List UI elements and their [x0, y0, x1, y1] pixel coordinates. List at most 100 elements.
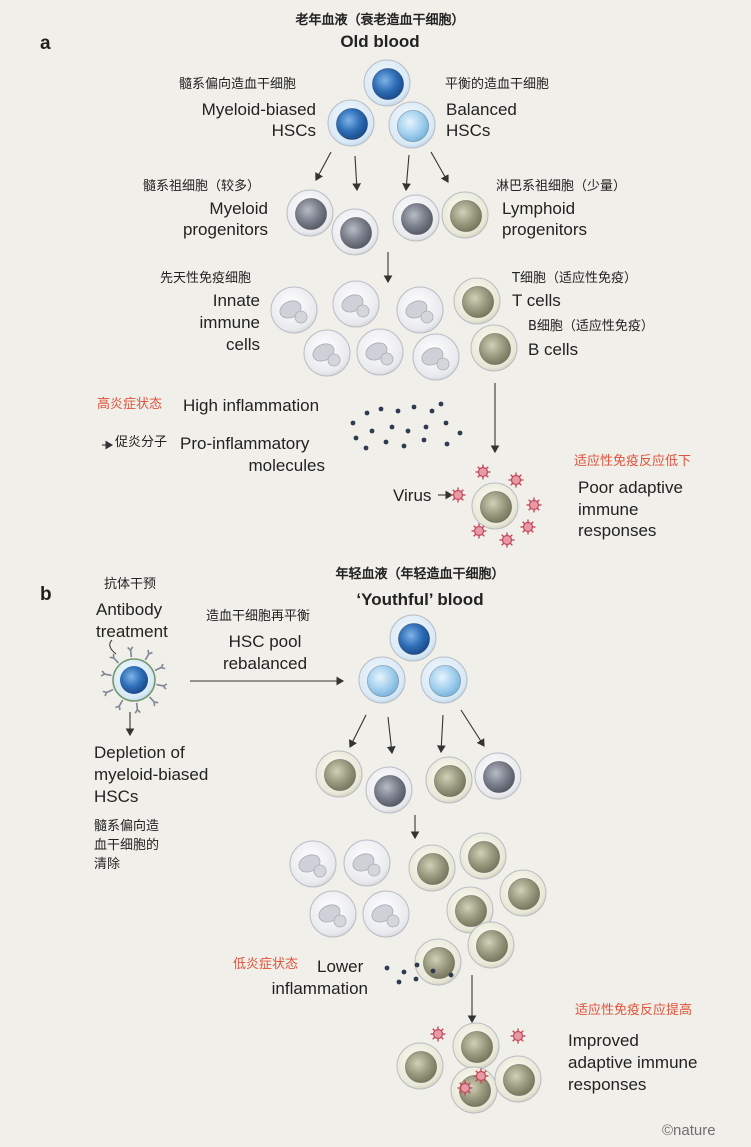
youthful-lymphoid-cell-6 — [467, 921, 515, 969]
myeloid-progenitor-label-zh: 髓系祖细胞（较多） — [143, 179, 261, 194]
youthful-lymphoid-cell-3 — [499, 869, 547, 917]
innate-immune-cell-5 — [356, 328, 404, 376]
innate-cells-label-1: Innate — [212, 291, 260, 310]
poor-response-label-3: responses — [578, 521, 657, 540]
proinflammatory-label-2: molecules — [248, 456, 325, 475]
youthful-myeloid-hsc — [389, 614, 437, 662]
lower-inflammation-label-zh: 低炎症状态 — [233, 957, 299, 972]
arrow-youthful-3 — [436, 714, 446, 754]
arrow-hsc-to-myeloid-3 — [402, 154, 411, 192]
virus-label: Virus — [393, 486, 432, 505]
improved-response-cell-1 — [396, 1042, 444, 1090]
myeloid-biased-hsc-top — [363, 59, 411, 107]
arrow-hsc-to-myeloid-1 — [315, 151, 332, 181]
youthful-progenitor-3 — [425, 756, 473, 804]
b-cell-virus-response — [471, 482, 519, 530]
rebalance-label-2: rebalanced — [222, 654, 308, 673]
panel-a-letter: a — [40, 33, 51, 54]
depletion-label-zh-3: 清除 — [94, 857, 121, 872]
b-cells-label: B cells — [528, 340, 579, 359]
depletion-label-1: Depletion of — [94, 743, 185, 762]
virus-b-1 — [430, 1026, 446, 1042]
youthful-innate-cell-2 — [343, 839, 391, 887]
antibody-label-1: Antibody — [96, 600, 163, 619]
b-cells-label-zh: B细胞（适应性免疫） — [528, 319, 654, 334]
improved-response-cell-4 — [494, 1055, 542, 1103]
youthful-lymphoid-cell-5 — [414, 938, 462, 986]
virus-a-7 — [471, 523, 487, 539]
myeloid-hsc-label-1: Myeloid-biased — [201, 100, 316, 119]
virus-b-3 — [473, 1068, 489, 1084]
virus-a-6 — [499, 532, 515, 548]
myeloid-biased-hsc — [327, 99, 375, 147]
poor-response-label-2: immune — [578, 500, 639, 519]
youthful-lymphoid-cell-2 — [459, 832, 507, 880]
lymphoid-progenitor-label-zh: 淋巴系祖细胞（少量） — [496, 179, 627, 194]
youthful-progenitor-4 — [474, 752, 522, 800]
myeloid-hsc-label-zh: 髓系偏向造血干细胞 — [179, 77, 297, 92]
lower-inflammation-label-2: inflammation — [271, 979, 368, 998]
improved-response-cell-3 — [450, 1066, 498, 1114]
arrow-youthful-1 — [349, 714, 367, 748]
antibody-targeted-hsc — [100, 639, 168, 714]
youthful-balanced-hsc-1 — [358, 656, 406, 704]
youthful-lymphoid-cell-1 — [408, 844, 456, 892]
high-inflammation-label: High inflammation — [183, 396, 320, 415]
depletion-label-zh-1: 髓系偏向造 — [94, 819, 160, 834]
innate-cells-label-2: immune — [199, 313, 260, 332]
balanced-hsc-label-2: HSCs — [446, 121, 491, 140]
virus-a-2 — [475, 464, 491, 480]
lymphoid-progenitor-label-1: Lymphoid — [502, 199, 576, 218]
depletion-label-3: HSCs — [94, 787, 139, 806]
youthful-progenitor-2 — [365, 766, 413, 814]
lymphoid-progenitor-label-2: progenitors — [502, 220, 588, 239]
myeloid-hsc-label-2: HSCs — [271, 121, 316, 140]
balanced-hsc-label-1: Balanced — [446, 100, 517, 119]
panel-a-title: Old blood — [340, 32, 420, 51]
innate-immune-cell-1 — [270, 286, 318, 334]
virus-a-1 — [450, 487, 466, 503]
antibody-label-2: treatment — [96, 622, 168, 641]
youthful-innate-cell-4 — [362, 890, 410, 938]
panel-a-title-zh: 老年血液（衰老造血干细胞） — [295, 13, 465, 28]
improved-response-label-1: Improved — [568, 1031, 639, 1050]
balanced-hsc-label-zh: 平衡的造血干细胞 — [445, 77, 550, 92]
lower-inflammation-molecules — [384, 962, 454, 985]
innate-cells-label-3: cells — [225, 335, 260, 354]
b-cell — [470, 324, 518, 372]
myeloid-progenitor-label-2: progenitors — [182, 220, 268, 239]
virus-a-5 — [520, 519, 536, 535]
depletion-label-2: myeloid-biased — [94, 765, 209, 784]
virus-a-3 — [508, 472, 524, 488]
arrow-youthful-2 — [386, 716, 396, 755]
youthful-innate-cell-3 — [309, 890, 357, 938]
depletion-label-zh-2: 血干细胞的 — [94, 838, 160, 853]
rebalance-label-zh: 造血干细胞再平衡 — [206, 609, 311, 624]
myeloid-progenitor-label-1: Myeloid — [209, 199, 268, 218]
arrow-youthful-4 — [460, 709, 485, 747]
antibody-label-zh: 抗体干预 — [104, 577, 157, 592]
t-cell — [453, 277, 501, 325]
innate-immune-cell-6 — [412, 333, 460, 381]
proinflammatory-molecules — [350, 401, 463, 451]
virus-b-2 — [510, 1028, 526, 1044]
innate-immune-cell-3 — [396, 286, 444, 334]
improved-response-label-zh: 适应性免疫反应提高 — [575, 1003, 693, 1018]
lymphoid-progenitor — [441, 191, 489, 239]
improved-response-label-3: responses — [568, 1075, 647, 1094]
nature-credit: ©nature — [662, 1122, 716, 1139]
innate-immune-cell-2 — [332, 280, 380, 328]
lower-inflammation-label-1: Lower — [317, 957, 364, 976]
improved-response-cell-2 — [452, 1022, 500, 1070]
innate-immune-cell-4 — [303, 329, 351, 377]
innate-cells-label-zh: 先天性免疫细胞 — [160, 271, 252, 286]
youthful-progenitor-1 — [315, 750, 363, 798]
improved-response-label-2: adaptive immune — [568, 1053, 698, 1072]
youthful-balanced-hsc-2 — [420, 656, 468, 704]
arrow-hsc-to-lymphoid — [430, 151, 449, 183]
myeloid-progenitor-2 — [331, 208, 379, 256]
poor-response-label-zh: 适应性免疫反应低下 — [574, 454, 692, 469]
proinflammatory-label-zh: 促炎分子 — [115, 435, 168, 450]
t-cells-label-zh: T细胞（适应性免疫） — [512, 271, 637, 286]
